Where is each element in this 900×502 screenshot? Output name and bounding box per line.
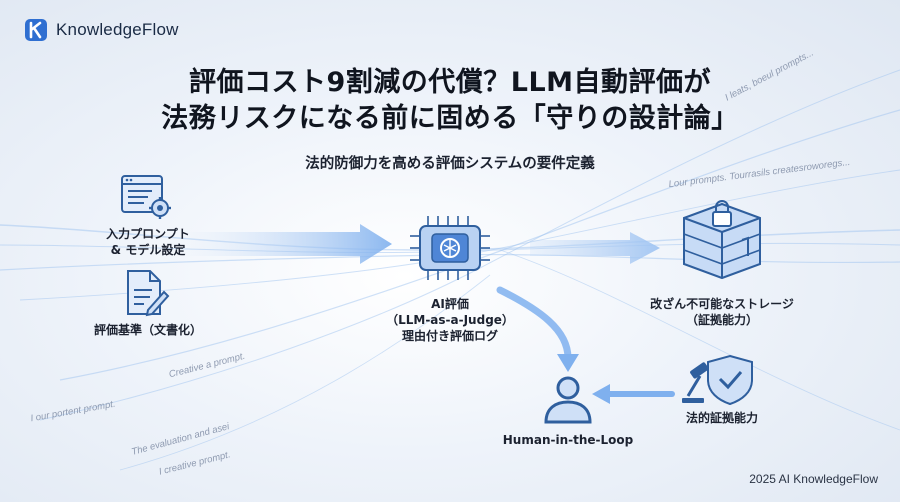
- storage-label-line1: 改ざん不可能なストレージ: [650, 297, 794, 311]
- legal-evidence-label: 法的証拠能力: [685, 411, 758, 425]
- storage-label: 改ざん不可能なストレージ （証拠能力）: [640, 296, 804, 328]
- person-icon: [544, 376, 592, 424]
- page-title-line1: 評価コスト9割減の代償？LLM自動評価が: [188, 67, 712, 98]
- storage-label-line2: （証拠能力）: [685, 313, 758, 327]
- brand: KnowledgeFlow: [24, 18, 179, 42]
- input-prompt-label-line1: 入力プロンプト: [106, 227, 190, 241]
- brand-name: KnowledgeFlow: [56, 20, 179, 39]
- knowledgeflow-logo-icon: [25, 19, 47, 41]
- human-in-the-loop-label: Human-in-the-Loop: [502, 433, 634, 447]
- storage-arrow: [530, 232, 660, 264]
- footer-copyright: 2025 AI KnowledgeFlow: [749, 472, 878, 486]
- input-arrow: [180, 224, 392, 264]
- secure-storage-icon: [683, 200, 761, 280]
- legal-to-human-arrowhead: [592, 384, 610, 404]
- ai-judge-label: AI評価 （LLM-as-a-Judge） 理由付き評価ログ: [386, 296, 514, 344]
- page-subtitle: 法的防御力を高める評価システムの要件定義: [305, 156, 595, 172]
- input-prompt-label-line2: & モデル設定: [110, 243, 186, 257]
- criteria-label: 評価基準（文書化）: [93, 323, 202, 337]
- gavel-shield-icon: [682, 354, 753, 406]
- page-title-line2: 法務リスクになる前に固める「守りの設計論」: [161, 103, 739, 134]
- document-pencil-icon: [127, 270, 170, 317]
- input-prompt-label: 入力プロンプト & モデル設定: [96, 226, 200, 258]
- judge-to-human-arrow: [496, 286, 572, 362]
- ai-chip-icon: [410, 216, 490, 280]
- ai-judge-label-line2: （LLM-as-a-Judge）: [386, 313, 514, 327]
- ai-judge-label-line3: 理由付き評価ログ: [401, 329, 498, 343]
- prompt-settings-icon: [121, 175, 171, 219]
- judge-to-human-arrowhead: [557, 354, 579, 372]
- ai-judge-label-line1: AI評価: [431, 297, 469, 311]
